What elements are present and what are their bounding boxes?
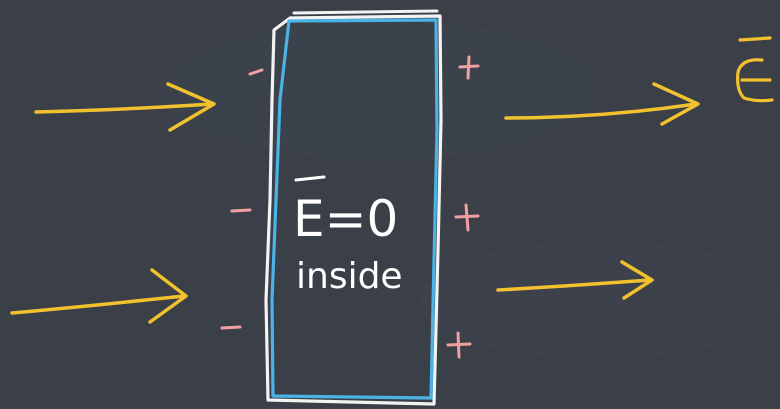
negative-charge xyxy=(220,325,242,330)
inside-word-text: inside xyxy=(296,256,403,297)
field-arrow-right-bottom xyxy=(496,260,654,300)
field-arrow-right-top xyxy=(504,82,700,126)
positive-charge xyxy=(458,55,480,80)
slab-top-edge-white xyxy=(292,9,439,15)
inside-field-text: E=0 xyxy=(293,190,398,248)
outside-e-curve xyxy=(736,58,774,103)
positive-charge xyxy=(454,203,480,232)
slab-outline-blue xyxy=(270,18,439,400)
incoming-field-arrows xyxy=(10,82,216,324)
field-arrow-left-top xyxy=(34,82,216,132)
positive-charges xyxy=(446,55,480,359)
outside-field-label: E xyxy=(736,36,774,103)
vector-bar-outside xyxy=(738,36,772,42)
slab-outline-white xyxy=(264,14,443,406)
vector-bar-inside xyxy=(294,175,326,182)
negative-charge xyxy=(230,208,252,213)
conductor-slab xyxy=(264,9,443,406)
negative-charges xyxy=(220,68,264,330)
negative-charge xyxy=(248,68,264,76)
chalk-smudge xyxy=(160,20,600,160)
chalk-smudge xyxy=(420,240,780,360)
inside-field-label xyxy=(294,175,326,182)
field-arrow-left-bottom xyxy=(10,268,188,324)
outgoing-field-arrows xyxy=(496,82,700,300)
positive-charge xyxy=(446,331,472,359)
